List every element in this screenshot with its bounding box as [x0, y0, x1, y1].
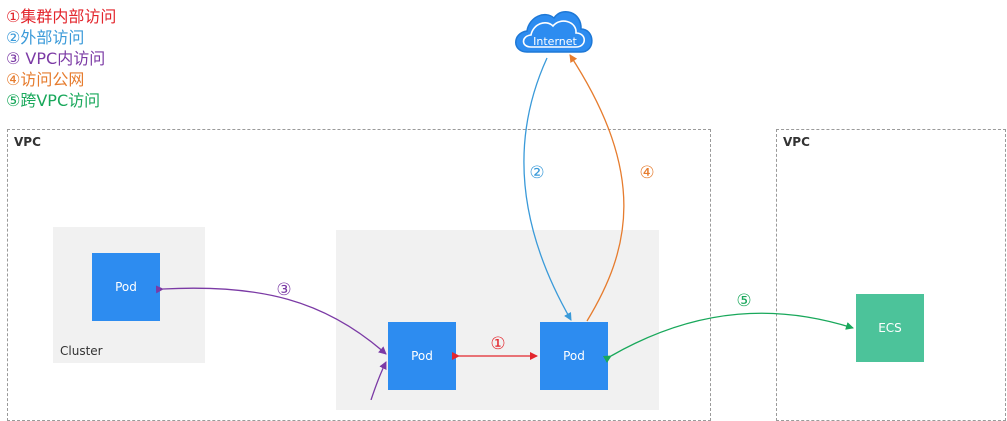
ecs-label: ECS: [878, 321, 902, 335]
diagram-connections: Internet ① ② ③ ④ ⑤: [155, 10, 854, 400]
marker-3: ③: [276, 280, 291, 300]
link-vpc-internal-lower: [370, 361, 387, 400]
internet-cloud-icon: [515, 10, 593, 53]
legend-item-public-network: ④访问公网: [6, 70, 85, 89]
marker-4: ④: [639, 163, 654, 183]
vpc-left-label: VPC: [14, 135, 41, 149]
legend-item-vpc-internal: ③ VPC内访问: [6, 49, 106, 68]
legend-item-cluster-internal: ①集群内部访问: [6, 7, 117, 26]
pod-left[interactable]: Pod: [92, 253, 160, 321]
pod-mid[interactable]: Pod: [388, 322, 456, 390]
pod-mid-label: Pod: [411, 349, 433, 363]
ecs-node[interactable]: ECS: [856, 294, 924, 362]
legend-item-cross-vpc: ⑤跨VPC访问: [6, 91, 101, 110]
cluster-label: Cluster: [60, 344, 103, 358]
link-public-network: [569, 54, 625, 322]
pod-right-label: Pod: [563, 349, 585, 363]
pod-right[interactable]: Pod: [540, 322, 608, 390]
link-vpc-internal: [155, 285, 387, 355]
legend-item-external: ②外部访问: [6, 28, 85, 47]
vpc-right-label: VPC: [783, 135, 810, 149]
legend: ①集群内部访问 ②外部访问 ③ VPC内访问 ④访问公网 ⑤跨VPC访问: [6, 6, 116, 111]
link-external-access: [523, 57, 572, 321]
marker-5: ⑤: [736, 291, 751, 311]
marker-1: ①: [490, 334, 505, 354]
internet-label: Internet: [533, 35, 577, 48]
pod-left-label: Pod: [115, 280, 137, 294]
marker-2: ②: [529, 163, 544, 183]
link-cross-vpc: [602, 312, 854, 363]
